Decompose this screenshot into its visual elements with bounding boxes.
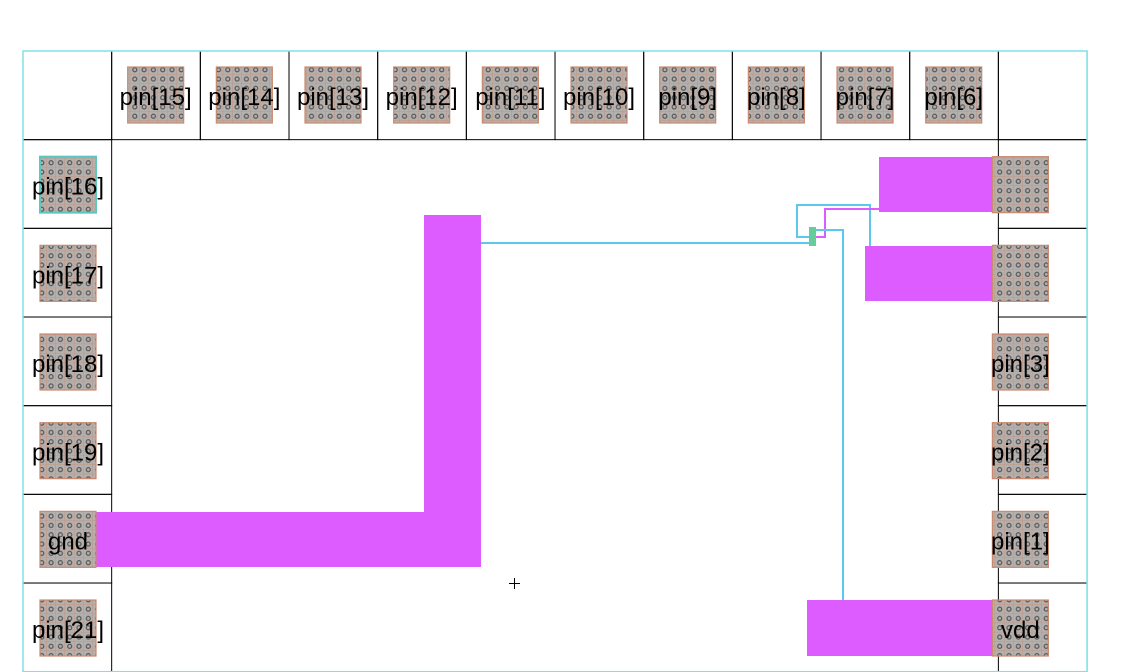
- pad[interactable]: [304, 66, 362, 124]
- pin-label: pin[18]: [32, 351, 104, 378]
- pad[interactable]: [991, 156, 1049, 214]
- pad[interactable]: [659, 66, 717, 124]
- pin-label: pin[3]: [991, 351, 1050, 378]
- pad[interactable]: [39, 244, 97, 302]
- pad[interactable]: [991, 244, 1049, 302]
- pad[interactable]: [991, 333, 1049, 391]
- metal-second-right: [865, 246, 1015, 301]
- metal-shapes: [95, 157, 1015, 656]
- pin-label: pin[2]: [991, 440, 1050, 467]
- via[interactable]: [809, 227, 816, 246]
- pin-label: pin[13]: [297, 84, 369, 111]
- cursor-crosshair-icon: [509, 578, 520, 589]
- pin-label: pin[11]: [475, 84, 545, 111]
- pad-cell: [22, 50, 113, 141]
- pad[interactable]: [215, 66, 273, 124]
- pin-label: pin[9]: [658, 84, 717, 111]
- pad[interactable]: [39, 599, 97, 657]
- pad[interactable]: [39, 422, 97, 480]
- pad[interactable]: [39, 510, 97, 568]
- metal-gnd-bar: [95, 512, 481, 567]
- pad[interactable]: [393, 66, 451, 124]
- pad[interactable]: [991, 422, 1049, 480]
- pad[interactable]: [836, 66, 894, 124]
- pad[interactable]: [127, 66, 185, 124]
- wire-magenta: [815, 208, 879, 238]
- wire-loop: [796, 204, 871, 246]
- pin-label: pin[17]: [32, 262, 104, 289]
- pin-label: pin[15]: [120, 84, 192, 111]
- pad[interactable]: [481, 66, 539, 124]
- wire-vdd: [816, 229, 844, 600]
- pads: [39, 66, 1049, 657]
- die-boundary: [22, 50, 1088, 672]
- pad[interactable]: [39, 333, 97, 391]
- metal-vertical-bar: [424, 215, 481, 567]
- pin-label: pin[6]: [924, 84, 983, 111]
- pad[interactable]: [570, 66, 628, 124]
- pin-label: pin[16]: [32, 174, 104, 201]
- pad[interactable]: [39, 155, 97, 214]
- pad[interactable]: [747, 66, 805, 124]
- pin-label: vdd: [1001, 617, 1040, 644]
- pin-label: gnd: [48, 528, 88, 555]
- pin-label: pin[12]: [386, 84, 458, 111]
- metal-vdd-bar: [807, 600, 1015, 656]
- pin-label: pin[1]: [991, 528, 1050, 555]
- pad[interactable]: [991, 510, 1049, 568]
- pin-label: pin[14]: [208, 84, 280, 111]
- pad-ring-grid: [22, 50, 1088, 672]
- pin-label: pin[10]: [563, 84, 635, 111]
- pin-label: pin[8]: [747, 84, 806, 111]
- pin-label: pin[7]: [836, 84, 895, 111]
- pad-cell: [997, 50, 1088, 141]
- routing-wires: [481, 204, 879, 600]
- pin-labels: pin[15] pin[14] pin[13] pin[12] pin[11] pin[1…: [32, 84, 1050, 644]
- pin-label: pin[21]: [32, 617, 104, 644]
- pad[interactable]: [991, 599, 1049, 657]
- pin-label: pin[19]: [32, 440, 104, 467]
- pad[interactable]: [925, 66, 983, 124]
